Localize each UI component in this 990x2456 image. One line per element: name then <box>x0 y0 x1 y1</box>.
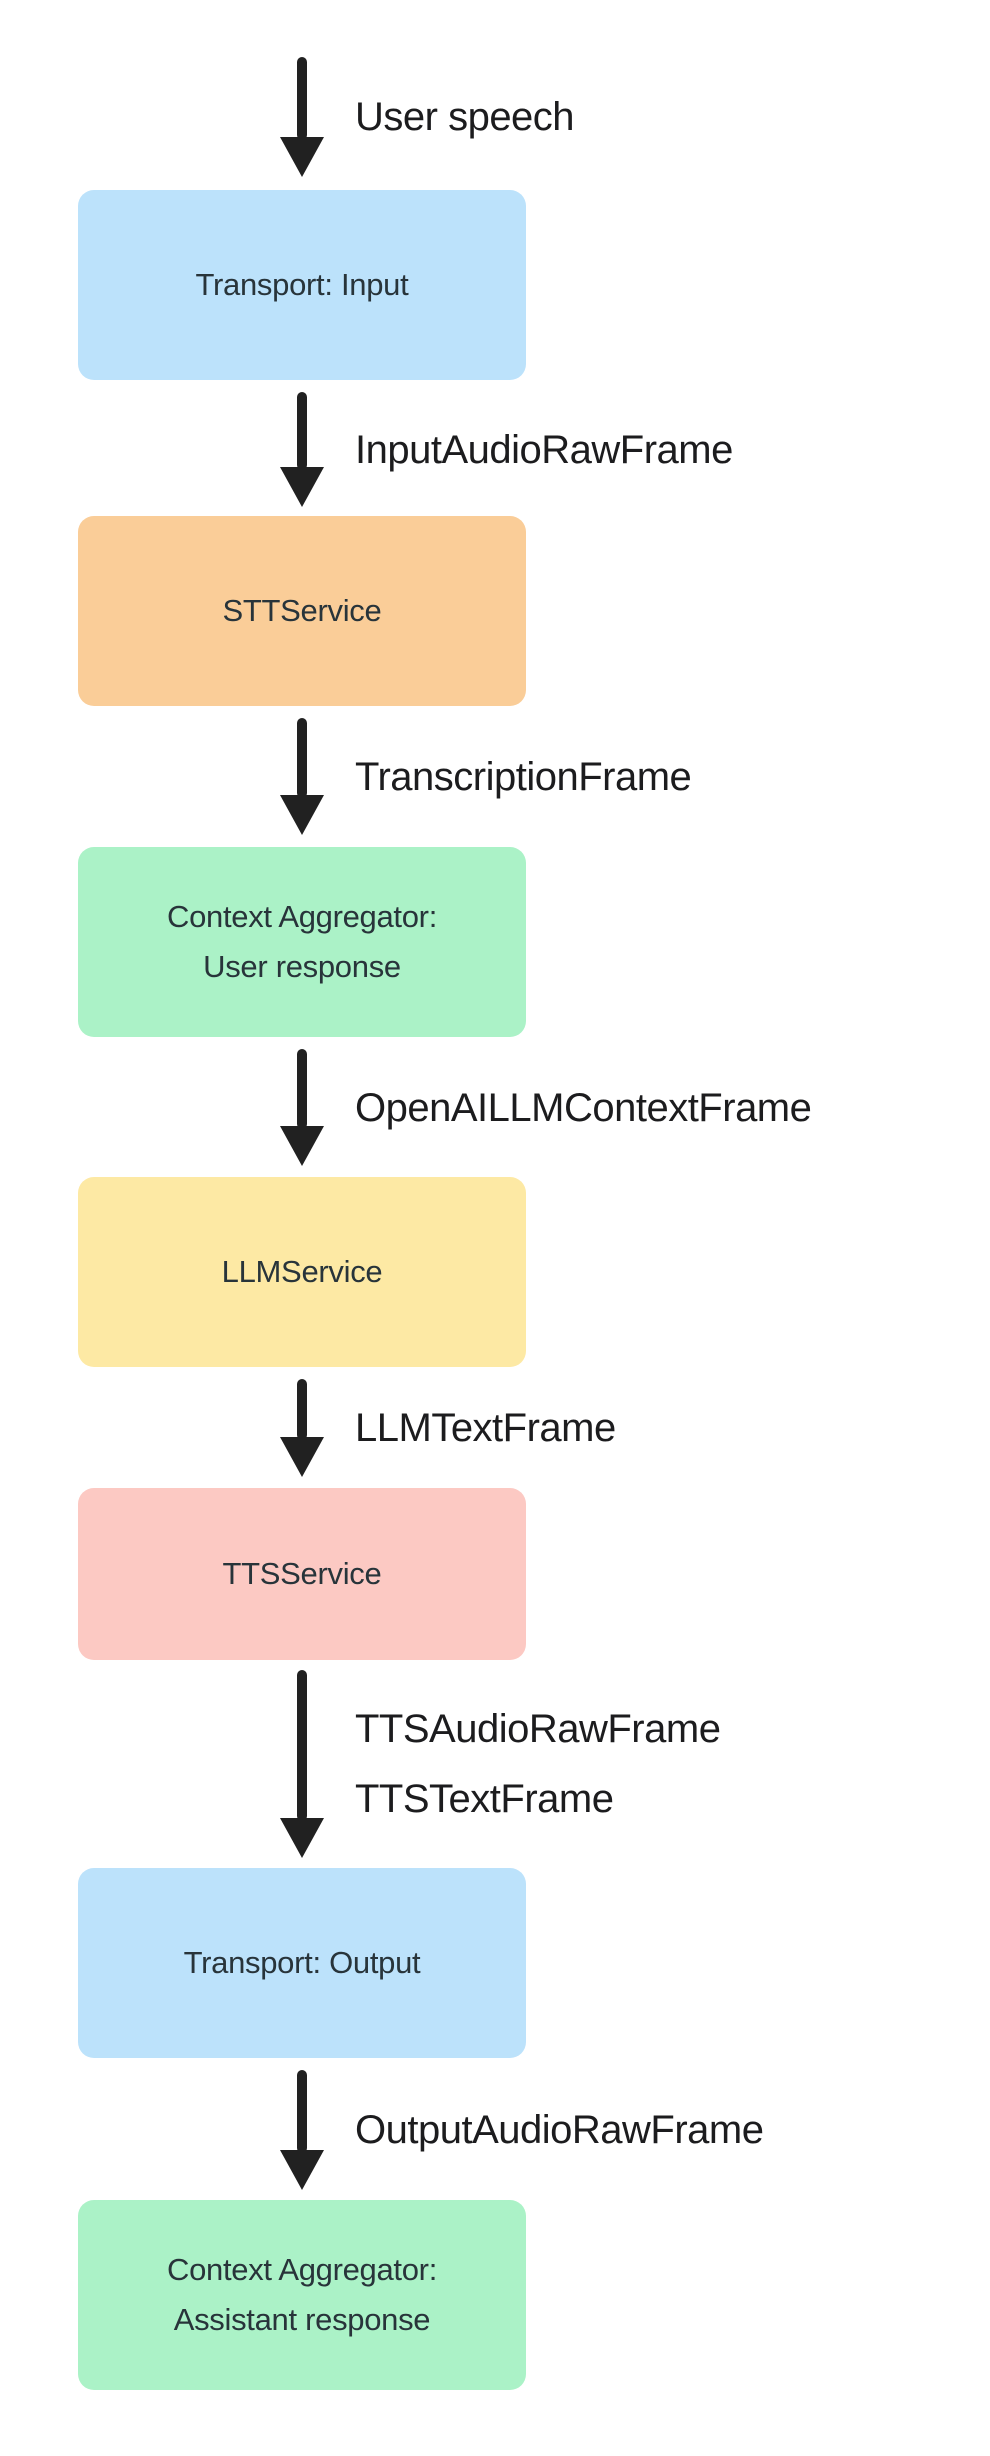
node-label: Transport: Output <box>183 1945 421 1980</box>
edge-label-input-audio-raw-frame: InputAudioRawFrame <box>355 392 733 507</box>
edge-label-llm-text-frame: LLMTextFrame <box>355 1379 616 1477</box>
arrow-head <box>280 467 324 507</box>
arrow-head <box>280 1126 324 1166</box>
edge-label-tts-frames: TTSAudioRawFrame TTSTextFrame <box>355 1670 721 1858</box>
node-llm-service: LLMService <box>78 1177 526 1367</box>
edge-openai-llm-context-frame: OpenAILLMContextFrame <box>0 1049 990 1166</box>
arrow-down-icon <box>280 1670 324 1858</box>
arrow-stem <box>297 1049 307 1129</box>
edge-label-openai-llm-context-frame: OpenAILLMContextFrame <box>355 1049 812 1166</box>
node-context-aggregator-user: Context Aggregator: User response <box>78 847 526 1037</box>
arrow-down-icon <box>280 392 324 507</box>
node-tts-service: TTSService <box>78 1488 526 1660</box>
arrow-head <box>280 2150 324 2190</box>
node-stt-service: STTService <box>78 516 526 706</box>
edge-label-user-speech: User speech <box>355 57 575 177</box>
arrow-stem <box>297 718 307 798</box>
node-label: User response <box>203 949 401 984</box>
node-transport-input: Transport: Input <box>78 190 526 380</box>
arrow-head <box>280 1437 324 1477</box>
edge-tts-audio-and-text-frames: TTSAudioRawFrame TTSTextFrame <box>0 1670 990 1858</box>
node-label: Transport: Input <box>195 267 409 302</box>
arrow-head <box>280 1818 324 1858</box>
arrow-stem <box>297 2070 307 2153</box>
edge-label-text: TTSAudioRawFrame <box>355 1707 721 1751</box>
edge-label-text: User speech <box>355 95 575 139</box>
node-label: Context Aggregator: <box>166 2252 438 2287</box>
arrow-down-icon <box>280 1049 324 1166</box>
arrow-stem <box>297 57 307 140</box>
edge-output-audio-raw-frame: OutputAudioRawFrame <box>0 2070 990 2190</box>
node-label: LLMService <box>221 1254 383 1289</box>
arrow-down-icon <box>280 718 324 835</box>
edge-label-text: TTSTextFrame <box>355 1777 614 1821</box>
edge-label-text: InputAudioRawFrame <box>355 427 733 472</box>
edge-label-text: TranscriptionFrame <box>355 754 692 799</box>
arrow-head <box>280 795 324 835</box>
node-label: STTService <box>222 593 382 628</box>
node-context-aggregator-assistant: Context Aggregator: Assistant response <box>78 2200 526 2390</box>
edge-llm-text-frame: LLMTextFrame <box>0 1379 990 1477</box>
edge-input-audio-raw-frame: InputAudioRawFrame <box>0 392 990 507</box>
arrow-down-icon <box>280 2070 324 2190</box>
edge-label-text: OpenAILLMContextFrame <box>355 1085 812 1130</box>
arrow-stem <box>297 1670 307 1821</box>
arrow-down-icon <box>280 57 324 177</box>
edge-label-text: LLMTextFrame <box>355 1406 616 1450</box>
edge-user-speech: User speech <box>0 57 990 177</box>
arrow-stem <box>297 1379 307 1440</box>
arrow-stem <box>297 392 307 470</box>
edge-label-text: OutputAudioRawFrame <box>355 2108 764 2152</box>
node-label: TTSService <box>222 1556 382 1591</box>
edge-label-transcription-frame: TranscriptionFrame <box>355 718 692 835</box>
arrow-down-icon <box>280 1379 324 1477</box>
arrow-head <box>280 137 324 177</box>
edge-label-output-audio-raw-frame: OutputAudioRawFrame <box>355 2070 764 2190</box>
node-label: Assistant response <box>173 2302 431 2337</box>
edge-transcription-frame: TranscriptionFrame <box>0 718 990 835</box>
node-label: Context Aggregator: <box>166 899 438 934</box>
node-transport-output: Transport: Output <box>78 1868 526 2058</box>
